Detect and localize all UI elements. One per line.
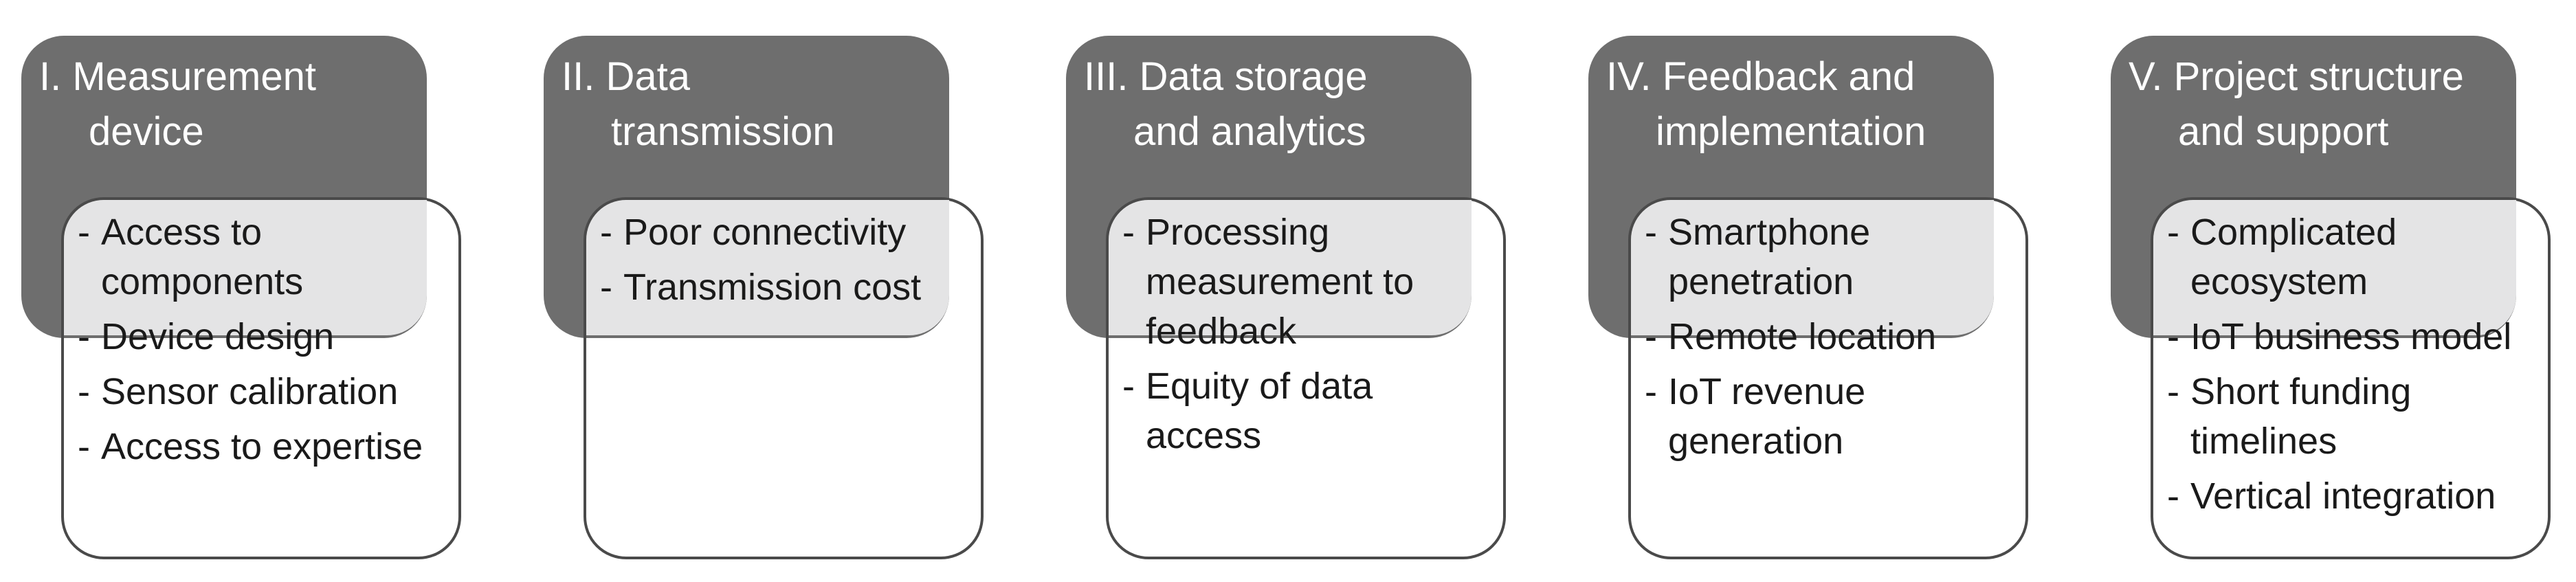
stage-title: II. Data transmission [562,49,946,159]
issue-item: Processing measurement to feedback [1122,208,1535,356]
stage-project-structure-support: V. Project structure and support Complic… [2111,0,2576,582]
issue-line1: IoT revenue [1668,371,1866,412]
issue-line1: Access to [101,212,263,253]
issue-line1: Short funding [2190,371,2412,412]
issue-line1: Complicated [2190,212,2397,253]
stage-feedback-implementation: IV. Feedback and implementation Smartpho… [1588,0,2063,582]
stage-title-line2: implementation [1656,109,1927,154]
stage-title-line1: V. Project structure [2129,54,2464,99]
issue-line1: Access to expertise [101,426,423,467]
issue-item: IoT revenue generation [1645,367,2057,466]
issue-line1: Processing [1146,212,1330,253]
issue-line1: Equity of data [1146,366,1373,407]
stage-title-line1: I. Measurement [39,54,316,99]
issue-list: Poor connectivity Transmission cost [600,208,1012,317]
issue-line1: IoT business model [2190,316,2512,357]
issue-item: Short funding timelines [2167,367,2576,466]
issue-list: Processing measurement to feedback Equit… [1122,208,1535,466]
issue-item: Access to expertise [78,422,490,471]
issue-line1: Remote location [1668,316,1937,357]
issue-line2: timelines [2190,421,2338,462]
issue-line1: Smartphone [1668,212,1871,253]
stage-title-line1: II. Data [562,54,690,99]
stage-data-transmission: II. Data transmission Poor connectivity … [544,0,1018,582]
issue-list: Complicated ecosystem IoT business model… [2167,208,2576,526]
issue-line2: penetration [1668,261,1854,302]
issue-item: Sensor calibration [78,367,490,416]
stage-title-line2: device [89,109,204,154]
issue-line1: Sensor calibration [101,371,399,412]
issue-line3: feedback [1146,311,1297,352]
issue-line2: ecosystem [2190,261,2368,302]
issue-line1: Device design [101,316,335,357]
issue-item: Poor connectivity [600,208,1012,257]
stage-title: I. Measurement device [39,49,424,159]
stage-measurement-device: I. Measurement device Access to componen… [21,0,496,582]
stage-data-storage-analytics: III. Data storage and analytics Processi… [1066,0,1540,582]
issue-item: Transmission cost [600,262,1012,312]
stage-title: III. Data storage and analytics [1084,49,1469,159]
issue-item: Complicated ecosystem [2167,208,2576,306]
stage-title-line2: transmission [611,109,835,154]
stage-title: V. Project structure and support [2129,49,2513,159]
issue-line2: measurement to [1146,261,1414,302]
stage-title-line1: III. Data storage [1084,54,1368,99]
issue-item: Remote location [1645,312,2057,361]
issue-item: Access to components [78,208,490,306]
issue-line1: Vertical integration [2190,475,2496,517]
issue-line2: components [101,261,304,302]
stage-title: IV. Feedback and implementation [1606,49,1991,159]
stage-issues-box [584,197,984,559]
issue-list: Smartphone penetration Remote location I… [1645,208,2057,471]
issue-item: Device design [78,312,490,361]
stage-title-line2: and analytics [1133,109,1366,154]
issue-item: Equity of data access [1122,361,1535,460]
issue-line1: Poor connectivity [623,212,907,253]
issue-item: IoT business model [2167,312,2576,361]
issue-line1: Transmission cost [623,267,922,308]
stage-title-line2: and support [2178,109,2389,154]
issue-line2: generation [1668,421,1844,462]
issue-item: Vertical integration [2167,471,2576,521]
issue-list: Access to components Device design Senso… [78,208,490,477]
issue-item: Smartphone penetration [1645,208,2057,306]
issue-line2: access [1146,415,1262,456]
stage-title-line1: IV. Feedback and [1606,54,1916,99]
